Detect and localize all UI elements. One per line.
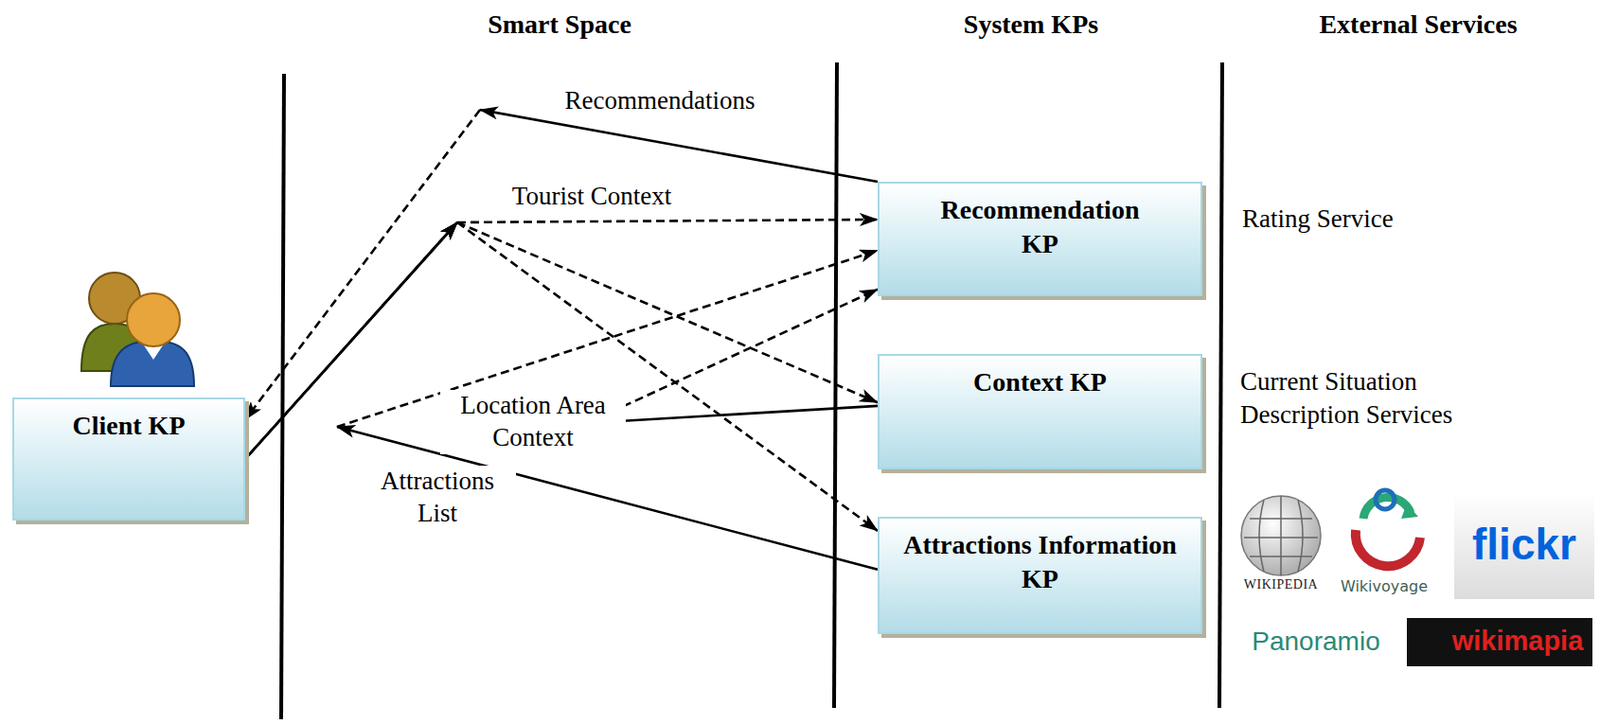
wikimapia-logo-box (1406, 618, 1593, 667)
flow-connector (337, 250, 878, 570)
logo-text: wikimapia (1452, 625, 1584, 658)
connector-segment (457, 222, 878, 532)
flow-connector (245, 109, 878, 420)
kp-box: Recommendation KP (877, 181, 1203, 297)
flow-connector (245, 222, 878, 460)
user-icon (81, 272, 195, 387)
node-label: Client KP (24, 408, 233, 444)
node-label: Attractions Information KP (887, 528, 1193, 598)
kp-box: Client KP (12, 397, 246, 521)
logo-text: Panoramio (1251, 626, 1380, 658)
node-label: Context KP (898, 365, 1183, 400)
logo-text: Wikivoyage (1340, 577, 1428, 596)
flow-connector (245, 219, 878, 460)
flickr-logo-box (1454, 493, 1595, 600)
flow-connector (245, 222, 878, 532)
connector-segment (586, 406, 878, 424)
service-label: Current Situation Description Services (1240, 365, 1515, 432)
connector-label: Tourist Context (509, 180, 675, 214)
connector-segment (480, 109, 878, 182)
connector-label: Attractions List (358, 465, 516, 531)
connector-label: Location Area Context (440, 390, 626, 455)
logo-text: WIKIPEDIA (1244, 577, 1318, 593)
lane-heading: External Services (1318, 9, 1517, 40)
kp-box: Context KP (877, 354, 1203, 470)
node-label: Recommendation KP (926, 193, 1155, 263)
logo-text: flickr (1472, 518, 1577, 570)
wikipedia-logo (1241, 496, 1321, 576)
wikivoyage-logo (1355, 490, 1421, 567)
connector-segment (457, 219, 878, 223)
connector-label: Recommendations (562, 85, 759, 118)
flow-connector (586, 289, 878, 424)
connector-segment (586, 289, 878, 424)
kp-box: Attractions Information KP (877, 516, 1203, 635)
service-label: Rating Service (1242, 204, 1394, 234)
lane-heading: System KPs (963, 9, 1099, 40)
connector-segment (245, 222, 458, 460)
connector-segment (245, 109, 480, 420)
wikimapia-symbol (1417, 628, 1432, 658)
connector-segment (245, 222, 458, 460)
lane-divider (1219, 62, 1223, 709)
connector-segment (245, 222, 458, 460)
lane-heading: Smart Space (487, 9, 632, 40)
lane-divider (281, 73, 285, 720)
